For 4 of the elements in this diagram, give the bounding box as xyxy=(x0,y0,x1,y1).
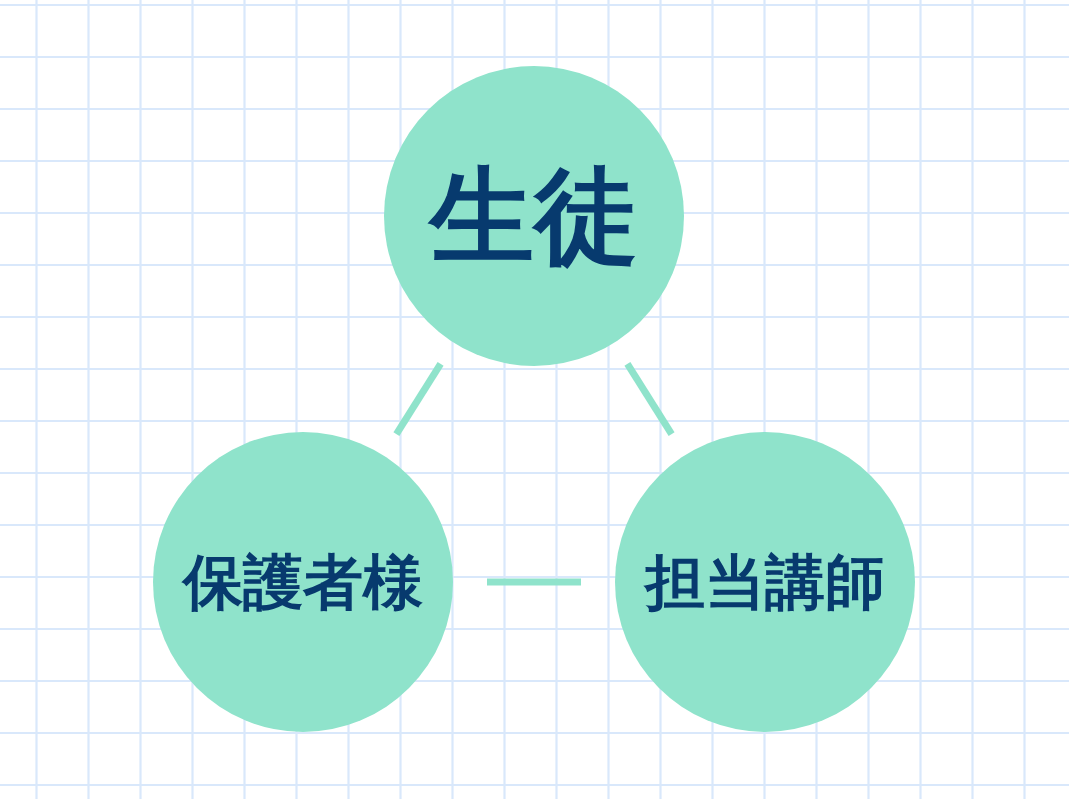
node-label: 保護者様 xyxy=(183,549,423,615)
connector-line xyxy=(393,362,444,436)
connector-line xyxy=(624,362,675,436)
node-label: 担当講師 xyxy=(645,549,885,615)
